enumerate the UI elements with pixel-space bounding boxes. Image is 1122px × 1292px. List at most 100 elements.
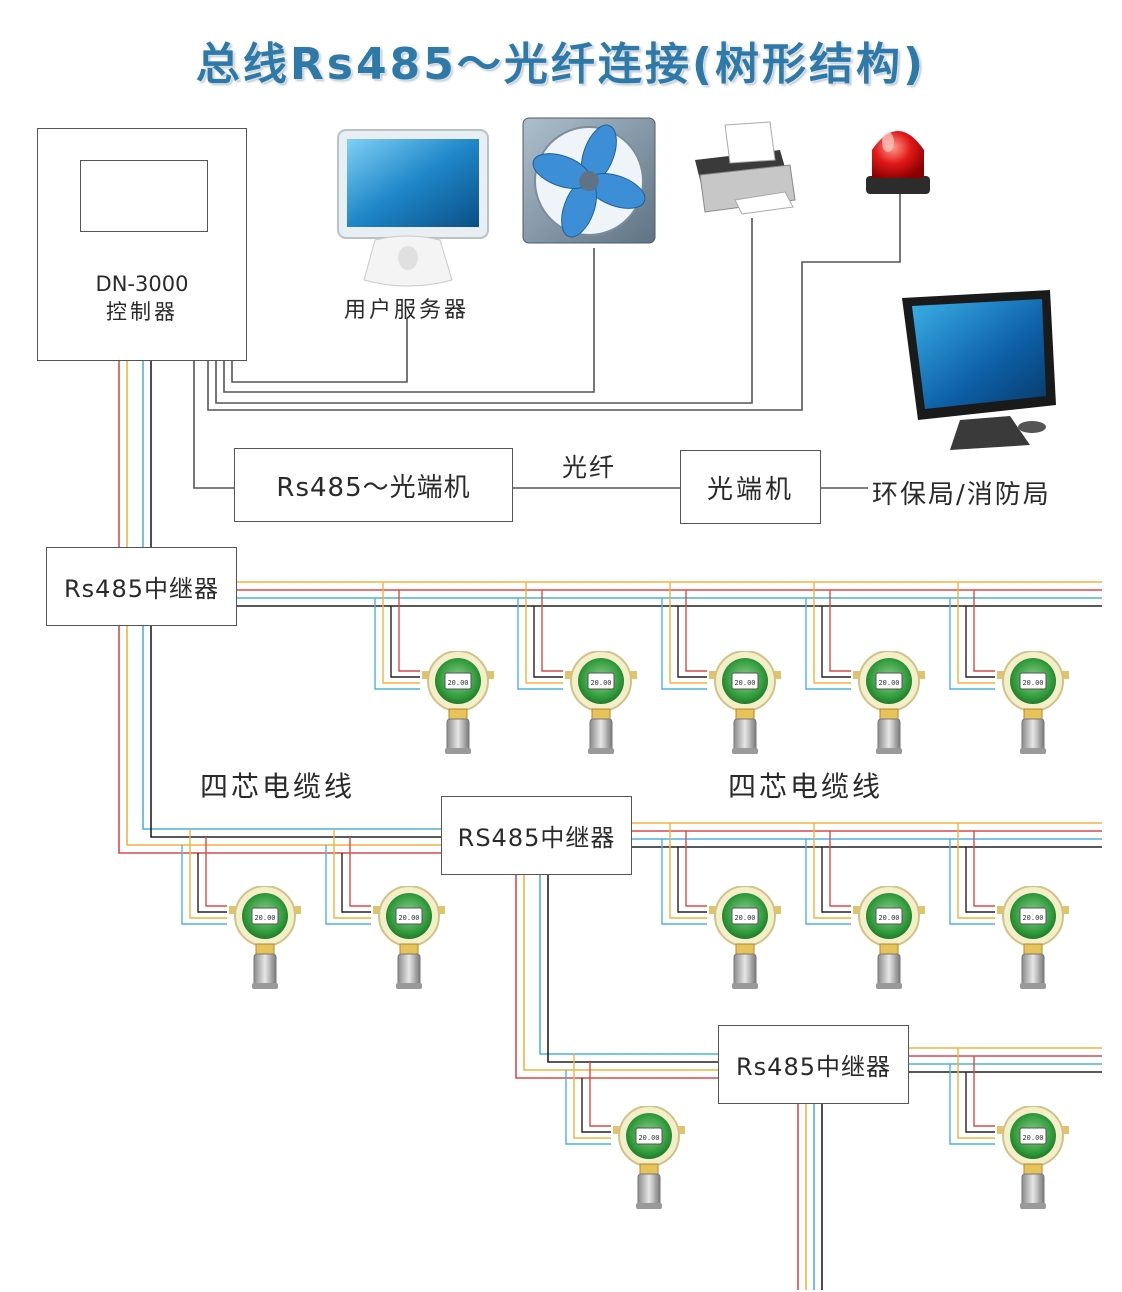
trunk-wire: [523, 875, 718, 1071]
detector-drop-wire: [677, 847, 707, 913]
detector-drop-wire: [829, 831, 851, 907]
detector-drop-wire: [805, 839, 851, 925]
detector-drop-wire: [661, 839, 707, 925]
detector-drop-wire: [525, 582, 563, 684]
alarm-dome: [872, 131, 924, 178]
detector-reading: 20.00: [398, 914, 419, 922]
fan-link-wire: [223, 248, 595, 393]
gas-detector-icon: [996, 651, 1070, 755]
detector-drop-wire: [661, 598, 707, 690]
fiber-terminal-label: 光端机: [706, 474, 794, 505]
detector-reading: 20.00: [878, 914, 899, 922]
converter-link-wire: [193, 361, 234, 489]
trunk-wire: [150, 626, 441, 838]
detector-drop-wire: [829, 590, 851, 672]
detector-drop-wire: [957, 1048, 995, 1139]
detector-drop-wire: [685, 590, 707, 672]
detector-drop-wire: [821, 606, 851, 678]
detector-drop-wire: [390, 606, 420, 678]
detector-drop-wire: [565, 1070, 611, 1145]
detector-drop-wire: [805, 598, 851, 690]
controller-model: DN-3000: [95, 272, 189, 296]
gas-detector-icon: [996, 1106, 1070, 1210]
detector-reading: 20.00: [638, 1134, 659, 1142]
detector-drop-wire: [669, 582, 707, 684]
trunk-wire: [515, 875, 718, 1079]
detector-drop-wire: [325, 845, 371, 925]
rs485-fiber-converter-label: Rs485～光端机: [276, 472, 471, 503]
detector-drop-wire: [189, 829, 227, 919]
detector-drop-wire: [957, 823, 995, 919]
detector-drop-wire: [197, 853, 227, 913]
repeater-1-label: Rs485中继器: [64, 575, 219, 603]
diagram-title: 总线Rs485～光纤连接(树形结构): [195, 39, 927, 90]
user-server-icon: [337, 129, 489, 287]
detector-drop-wire: [949, 1064, 995, 1145]
detector-drop-wire: [205, 837, 227, 907]
gas-detector-icon: [564, 651, 638, 755]
alarm-link-wire: [207, 192, 901, 411]
printer-link-wire: [215, 218, 753, 404]
repeater-2-label: RS485中继器: [457, 824, 616, 852]
gas-detector-icon: [228, 886, 302, 990]
detector-drop-wire: [517, 598, 563, 690]
detector-reading: 20.00: [590, 679, 611, 687]
remote-agency-label: 环保局/消防局: [872, 480, 1051, 510]
printer-icon: [695, 121, 796, 215]
gas-detector-icon: [852, 886, 926, 990]
detector-drop-wire: [181, 845, 227, 925]
detector-drop-wire: [949, 839, 995, 925]
controller-box[interactable]: DN-3000 控制器: [37, 128, 247, 361]
fiber-terminal[interactable]: 光端机: [680, 450, 821, 524]
detector-drop-wire: [533, 606, 563, 678]
exhaust-fan-icon: [522, 117, 656, 244]
alarm-highlight: [882, 132, 894, 152]
fiber-link-label: 光纤: [562, 453, 617, 482]
gas-detector-icon: [708, 886, 782, 990]
detector-drop-wire: [669, 823, 707, 919]
gas-detector-icon: [708, 651, 782, 755]
detector-drop-wire: [333, 829, 371, 919]
detector-drop-wire: [813, 823, 851, 919]
rs485-fiber-converter[interactable]: Rs485～光端机: [234, 448, 513, 522]
detector-drop-wire: [965, 847, 995, 913]
detector-drop-wire: [341, 853, 371, 913]
repeater-3[interactable]: Rs485中继器: [718, 1025, 909, 1104]
detector-drop-wire: [965, 606, 995, 678]
detector-drop-wire: [685, 831, 707, 907]
repeater-2[interactable]: RS485中继器: [441, 796, 632, 875]
controller-screen: [80, 160, 208, 232]
gas-detector-icon: [372, 886, 446, 990]
printer-paper-in: [724, 121, 776, 164]
fan-hub: [579, 171, 599, 191]
detector-reading: 20.00: [254, 914, 275, 922]
user-server-label: 用户服务器: [344, 298, 470, 323]
gas-detector-icon: [612, 1106, 686, 1210]
detector-drop-wire: [957, 582, 995, 684]
monitor-icon: [902, 290, 1056, 450]
printer-paper-out: [734, 191, 794, 215]
trunk-wire: [118, 626, 441, 854]
gas-detector-icon: [852, 651, 926, 755]
detector-drop-wire: [973, 831, 995, 907]
gas-detector-icon: [421, 651, 495, 755]
detector-drop-wire: [821, 847, 851, 913]
controller-name: 控制器: [106, 300, 178, 324]
repeater-3-label: Rs485中继器: [736, 1053, 891, 1081]
detector-drop-wire: [541, 590, 563, 672]
trunk-wire: [539, 875, 718, 1055]
trunk-wire: [142, 626, 441, 830]
server-monitor-screen: [347, 139, 479, 227]
detector-drop-wire: [581, 1078, 611, 1133]
detector-drop-wire: [949, 598, 995, 690]
detector-drop-wire: [398, 590, 420, 672]
detector-drop-wire: [965, 1072, 995, 1133]
monitor-screen: [912, 299, 1046, 409]
detector-reading: 20.00: [1022, 914, 1043, 922]
detector-drop-wire: [349, 837, 371, 907]
detector-drop-wire: [374, 598, 420, 690]
repeater-1[interactable]: Rs485中继器: [46, 547, 237, 626]
server-monitor-speaker: [398, 246, 418, 270]
detector-reading: 20.00: [878, 679, 899, 687]
